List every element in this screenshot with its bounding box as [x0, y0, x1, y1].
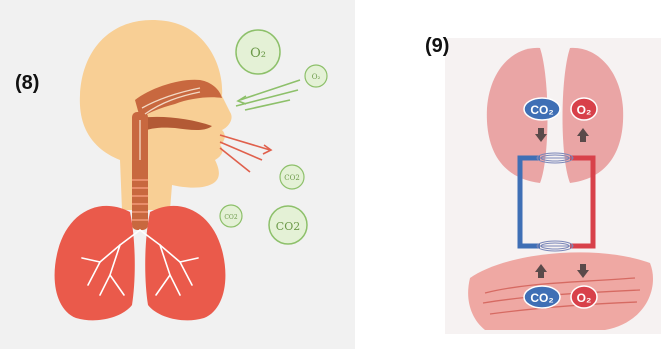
right-lung: [145, 206, 225, 321]
head-silhouette: [80, 20, 232, 210]
oxygen-bubble-small-label: O₂: [312, 73, 321, 81]
lung-capillaries: [537, 153, 573, 163]
tissue-co2-chip-label: CO₂: [530, 291, 553, 305]
oxygen-bubble-large-label: O₂: [250, 46, 266, 61]
co2-bubble-medium-label: CO2: [284, 174, 300, 182]
lung-co2-chip-label: CO₂: [530, 103, 553, 117]
lung-o2-chip-label: O₂: [577, 103, 592, 117]
gas-exchange-panel: CO₂ O₂ CO₂ O₂: [445, 38, 661, 334]
co2-bubble-large-label: CO2: [276, 220, 300, 233]
exhaled-co2-arrows: [220, 135, 271, 172]
left-lung: [55, 206, 135, 321]
respiratory-system-panel: O₂ O₂ CO2 CO2 CO2: [0, 0, 355, 349]
tissue-capillaries: [537, 241, 573, 251]
gas-exchange-illustration: CO₂ O₂ CO₂ O₂: [445, 38, 661, 334]
panel-label-9: (9): [425, 35, 449, 58]
inhaled-oxygen-arrows: [236, 80, 300, 110]
panel-label-8: (8): [15, 72, 39, 95]
co2-bubble-small-label: CO2: [224, 214, 238, 221]
respiratory-system-illustration: O₂ O₂ CO2 CO2 CO2: [0, 0, 355, 349]
tissue-o2-chip-label: O₂: [577, 291, 592, 305]
